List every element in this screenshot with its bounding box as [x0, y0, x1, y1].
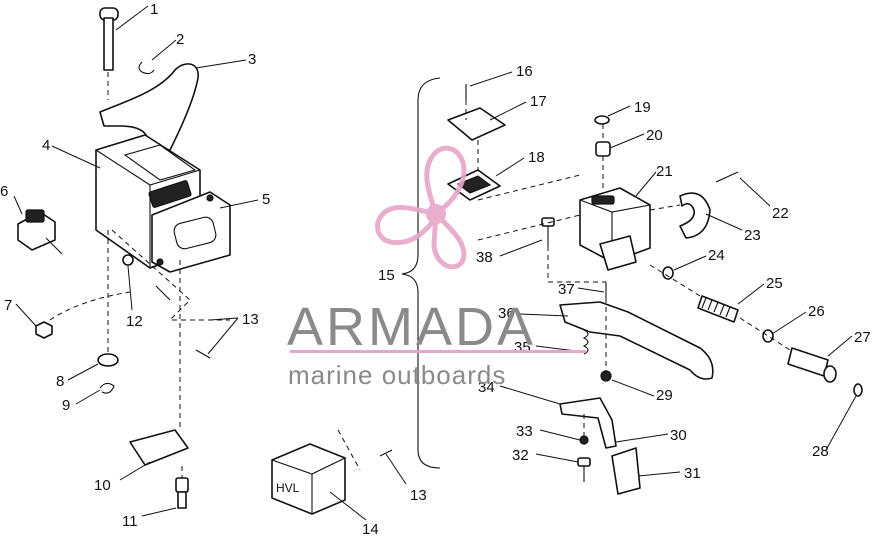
- part-24-washer: [662, 266, 674, 280]
- part-13-screw-b: [195, 349, 211, 359]
- part-31-tab: [611, 447, 641, 495]
- callout-17: 17: [530, 93, 547, 110]
- part-6-switch: [17, 209, 63, 255]
- callout-28: 28: [812, 443, 829, 460]
- callout-32: 32: [512, 447, 529, 464]
- part-12-grommet: [122, 254, 134, 266]
- part-33-nut: [579, 435, 589, 445]
- callout-15: 15: [378, 267, 395, 284]
- callout-10: 10: [94, 477, 111, 494]
- part-20-seal: [595, 141, 611, 157]
- part-8-washer: [97, 353, 119, 367]
- part-21-master-cylinder: [579, 187, 651, 271]
- part-2-clip: [138, 61, 155, 75]
- watermark-underline: [290, 350, 586, 353]
- callout-34: 34: [478, 379, 495, 396]
- part-10-plate: [129, 429, 189, 466]
- part-22-screw: [715, 171, 739, 183]
- part-28-ring: [853, 383, 863, 397]
- callout-31: 31: [684, 465, 701, 482]
- part-7-nut: [35, 321, 53, 339]
- part-30-bracket: [559, 397, 617, 449]
- callout-36: 36: [498, 305, 515, 322]
- callout-22: 22: [772, 205, 789, 222]
- part-25-spring: [697, 295, 739, 323]
- callout-8: 8: [56, 373, 64, 390]
- callout-33: 33: [516, 423, 533, 440]
- callout-9: 9: [62, 397, 70, 414]
- callout-23: 23: [744, 227, 761, 244]
- callout-11: 11: [122, 513, 138, 530]
- callout-30: 30: [670, 427, 687, 444]
- callout-13a: 13: [242, 311, 259, 328]
- callout-25: 25: [766, 275, 783, 292]
- callout-3: 3: [248, 51, 256, 68]
- callout-5: 5: [262, 191, 270, 208]
- callout-14: 14: [362, 521, 379, 534]
- callout-37: 37: [558, 281, 575, 298]
- part-18-gasket: [447, 169, 501, 201]
- part-11-fitting: [175, 477, 189, 509]
- part-3-handle: [99, 63, 199, 151]
- part-27-plunger: [787, 347, 837, 383]
- decal-text: HVL: [276, 481, 300, 495]
- callout-2: 2: [176, 31, 184, 48]
- part-1-pin: [99, 7, 119, 71]
- callout-12: 12: [126, 313, 143, 330]
- armada-watermark: ARMADA marine outboards: [287, 145, 586, 390]
- part-14-decal-box: HVL: [271, 443, 346, 515]
- callout-16: 16: [516, 63, 533, 80]
- callout-29: 29: [656, 387, 673, 404]
- callout-6: 6: [0, 183, 8, 200]
- callout-21: 21: [656, 163, 673, 180]
- callout-1: 1: [150, 1, 158, 18]
- callout-4: 4: [42, 137, 50, 154]
- part-17-cover: [447, 107, 506, 141]
- part-9-clip: [99, 382, 115, 394]
- part-35-spring: [582, 329, 589, 355]
- group-bracket-15: [401, 77, 441, 469]
- callout-19: 19: [634, 99, 651, 116]
- propeller-logo-icon: [375, 145, 467, 270]
- part-32-bolt: [577, 457, 591, 482]
- callout-13b: 13: [410, 487, 427, 504]
- callout-27: 27: [854, 329, 871, 346]
- callout-26: 26: [808, 303, 825, 320]
- part-5-cover: [151, 191, 231, 273]
- watermark-brand: ARMADA: [287, 297, 536, 357]
- callout-24: 24: [708, 247, 725, 264]
- part-36-lever: [559, 301, 714, 380]
- callout-7: 7: [4, 297, 12, 314]
- callout-38: 38: [476, 249, 493, 266]
- part-19-cap: [594, 115, 610, 125]
- callout-18: 18: [528, 149, 545, 166]
- part-13-screw-a: [155, 285, 171, 301]
- part-38-bolt: [541, 217, 555, 246]
- watermark-tagline: marine outboards: [288, 360, 506, 390]
- callout-20: 20: [646, 127, 663, 144]
- part-26-washer: [762, 329, 774, 343]
- part-23-clamp: [679, 192, 711, 239]
